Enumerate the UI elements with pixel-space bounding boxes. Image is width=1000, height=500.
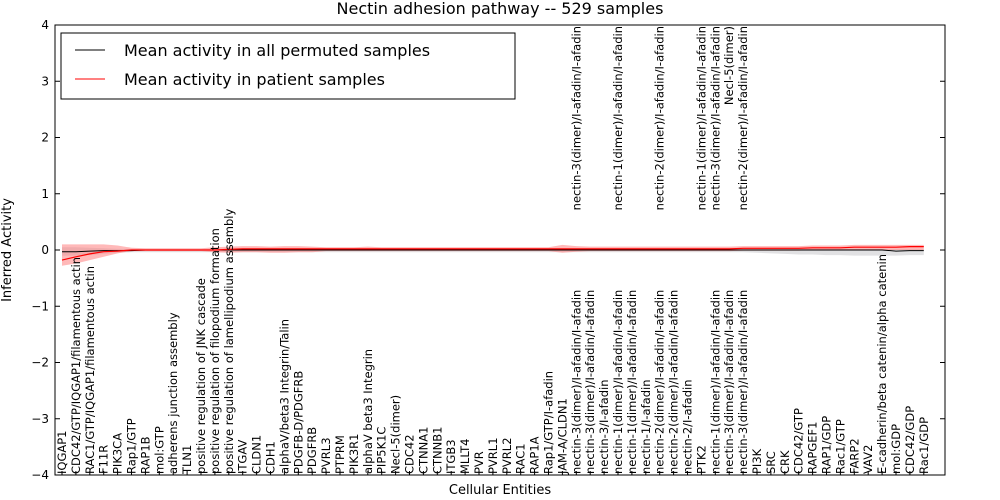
x-category-label: CTNNA1	[416, 427, 430, 474]
x-category-label: ITGAV	[236, 440, 250, 474]
x-category-label: nectin-3(dimer)/I-afadin/I-afadin	[736, 290, 750, 474]
x-category-label: CDC42	[403, 434, 417, 474]
patient-series-line	[61, 246, 924, 261]
x-category-label: PVRL1	[486, 437, 500, 474]
x-category-label: CDC42/GDP	[903, 406, 917, 474]
y-axis-label: Inferred Activity	[0, 198, 15, 302]
x-top-label: nectin-1(dimer)/I-afadin/I-afadin	[611, 26, 625, 210]
x-category-label: Rac1/GTP	[833, 419, 847, 474]
legend: Mean activity in all permuted samples Me…	[60, 32, 516, 100]
x-category-label: IQGAP1	[55, 431, 69, 474]
x-top-label: nectin-2(dimer)/I-afadin/I-afadin	[736, 26, 750, 210]
y-tick-label: 1	[41, 187, 49, 201]
x-category-label: VAV2	[861, 445, 875, 474]
series-lines	[61, 246, 924, 261]
x-category-label: nectin-2(dimer)/I-afadin/I-afadin	[667, 290, 681, 474]
confidence-bands	[62, 244, 924, 266]
y-tick-label: −3	[31, 412, 49, 426]
x-category-label: nectin-1(dimer)/I-afadin/I-afadin	[611, 290, 625, 474]
x-category-label: PVRL3	[319, 437, 333, 474]
x-category-label: nectin-2(dimer)/I-afadin/I-afadin	[653, 290, 667, 474]
x-category-label: CDC42/GTP/IQGAP1/filamentous actin	[69, 257, 83, 474]
x-category-label: TLN1	[180, 445, 194, 475]
x-category-label: RAP1A	[528, 436, 542, 474]
x-category-label: mol:GTP	[152, 426, 166, 474]
patient-band	[62, 244, 924, 266]
x-category-label: nectin-1(dimer)/I-afadin/I-afadin	[625, 290, 639, 474]
x-category-label: Rap1/GTP/I-afadin	[542, 371, 556, 474]
x-category-label: alphaV beta3 Integrin	[361, 349, 375, 474]
x-top-label: Necl-5(dimer)	[722, 26, 736, 105]
x-category-label: nectin-3(dimer)/I-afadin/I-afadin	[569, 290, 583, 474]
y-tick-label: 3	[41, 74, 49, 88]
x-category-label: PDGFB-D/PDGFRB	[291, 371, 305, 474]
x-category-label: CRK	[778, 450, 792, 474]
x-category-label: PIK3R1	[347, 434, 361, 475]
legend-box	[60, 32, 516, 100]
x-category-label: PIP5K1C	[375, 427, 389, 474]
y-tick-label: −2	[31, 356, 49, 370]
y-tick-label: −4	[31, 468, 49, 482]
x-category-label: nectin-1(dimer)/I-afadin/I-afadin	[708, 290, 722, 474]
x-axis-label: Cellular Entities	[449, 483, 551, 498]
x-category-label: CTNNB1	[430, 427, 444, 474]
y-tick-label: 2	[41, 131, 49, 145]
x-top-label: nectin-1(dimer)/I-afadin/I-afadin	[694, 26, 708, 210]
legend-label-permuted: Mean activity in all permuted samples	[124, 41, 430, 60]
x-category-label: JAM-A/CLDN1	[555, 398, 569, 475]
y-axis-ticks: −4 −3 −2 −1 0 1 2 3 4	[31, 18, 945, 482]
x-category-label: RAPGEF1	[806, 422, 820, 474]
x-category-label: positive regulation of lamellipodium ass…	[222, 209, 236, 474]
y-tick-label: −1	[31, 299, 49, 313]
x-top-label: nectin-3(dimer)/I-afadin/I-afadin	[708, 26, 722, 210]
y-tick-label: 0	[41, 243, 49, 257]
x-category-label: positive regulation of filopodium format…	[208, 228, 222, 474]
x-category-label: RAP1/GDP	[820, 416, 834, 474]
x-category-label: PVRL2	[500, 437, 514, 474]
chart-title: Nectin adhesion pathway -- 529 samples	[337, 0, 664, 18]
x-category-label: RAP1B	[138, 436, 152, 474]
x-category-label: Necl-5(dimer)	[389, 395, 403, 474]
x-category-label: PTPRM	[333, 435, 347, 474]
x-category-label: SRC	[764, 451, 778, 474]
x-category-label: RAC1/GTP/IQGAP1/filamentous actin	[83, 266, 97, 474]
x-category-label: alphaV/beta3 Integrin/Talin	[277, 319, 291, 474]
x-category-label: CLDN1	[250, 435, 264, 474]
x-category-label: Rac1/GDP	[917, 417, 931, 474]
x-category-label: PTK2	[694, 445, 708, 474]
x-category-label: PIK3CA	[111, 433, 125, 474]
x-category-label: positive regulation of JNK cascade	[194, 278, 208, 474]
x-top-label: nectin-2(dimer)/I-afadin/I-afadin	[653, 26, 667, 210]
x-category-label: nectin-2/I-afadin	[681, 380, 695, 475]
x-category-label: F11R	[97, 445, 111, 474]
x-category-label: Rap1/GTP	[125, 418, 139, 474]
x-category-label: PDGFRB	[305, 427, 319, 474]
x-category-label: PI3K	[750, 448, 764, 474]
x-category-label: nectin-3(dimer)/I-afadin/I-afadin	[583, 290, 597, 474]
legend-label-patient: Mean activity in patient samples	[124, 70, 385, 89]
y-tick-label: 4	[41, 18, 49, 32]
x-category-label: mol:GDP	[889, 424, 903, 474]
x-category-label: nectin-3(dimer)/I-afadin/I-afadin	[722, 290, 736, 474]
x-category-label: nectin-1/I-afadin	[639, 380, 653, 475]
x-category-label: CDH1	[264, 441, 278, 474]
x-top-label: nectin-3(dimer)/I-afadin/I-afadin	[569, 26, 583, 210]
x-category-label: adherens junction assembly	[166, 312, 180, 474]
x-category-label: PVR	[472, 451, 486, 474]
x-category-label: FARP2	[847, 438, 861, 474]
x-category-label: ITGB3	[444, 439, 458, 474]
x-category-label: CDC42/GTP	[792, 408, 806, 474]
x-category-label: RAC1	[514, 443, 528, 474]
x-category-label: nectin-3/I-afadin	[597, 380, 611, 475]
plot-frame	[54, 24, 946, 476]
x-category-label: E-cadherin/beta catenin/alpha catenin	[875, 254, 889, 474]
x-category-label: MLLT4	[458, 439, 472, 475]
